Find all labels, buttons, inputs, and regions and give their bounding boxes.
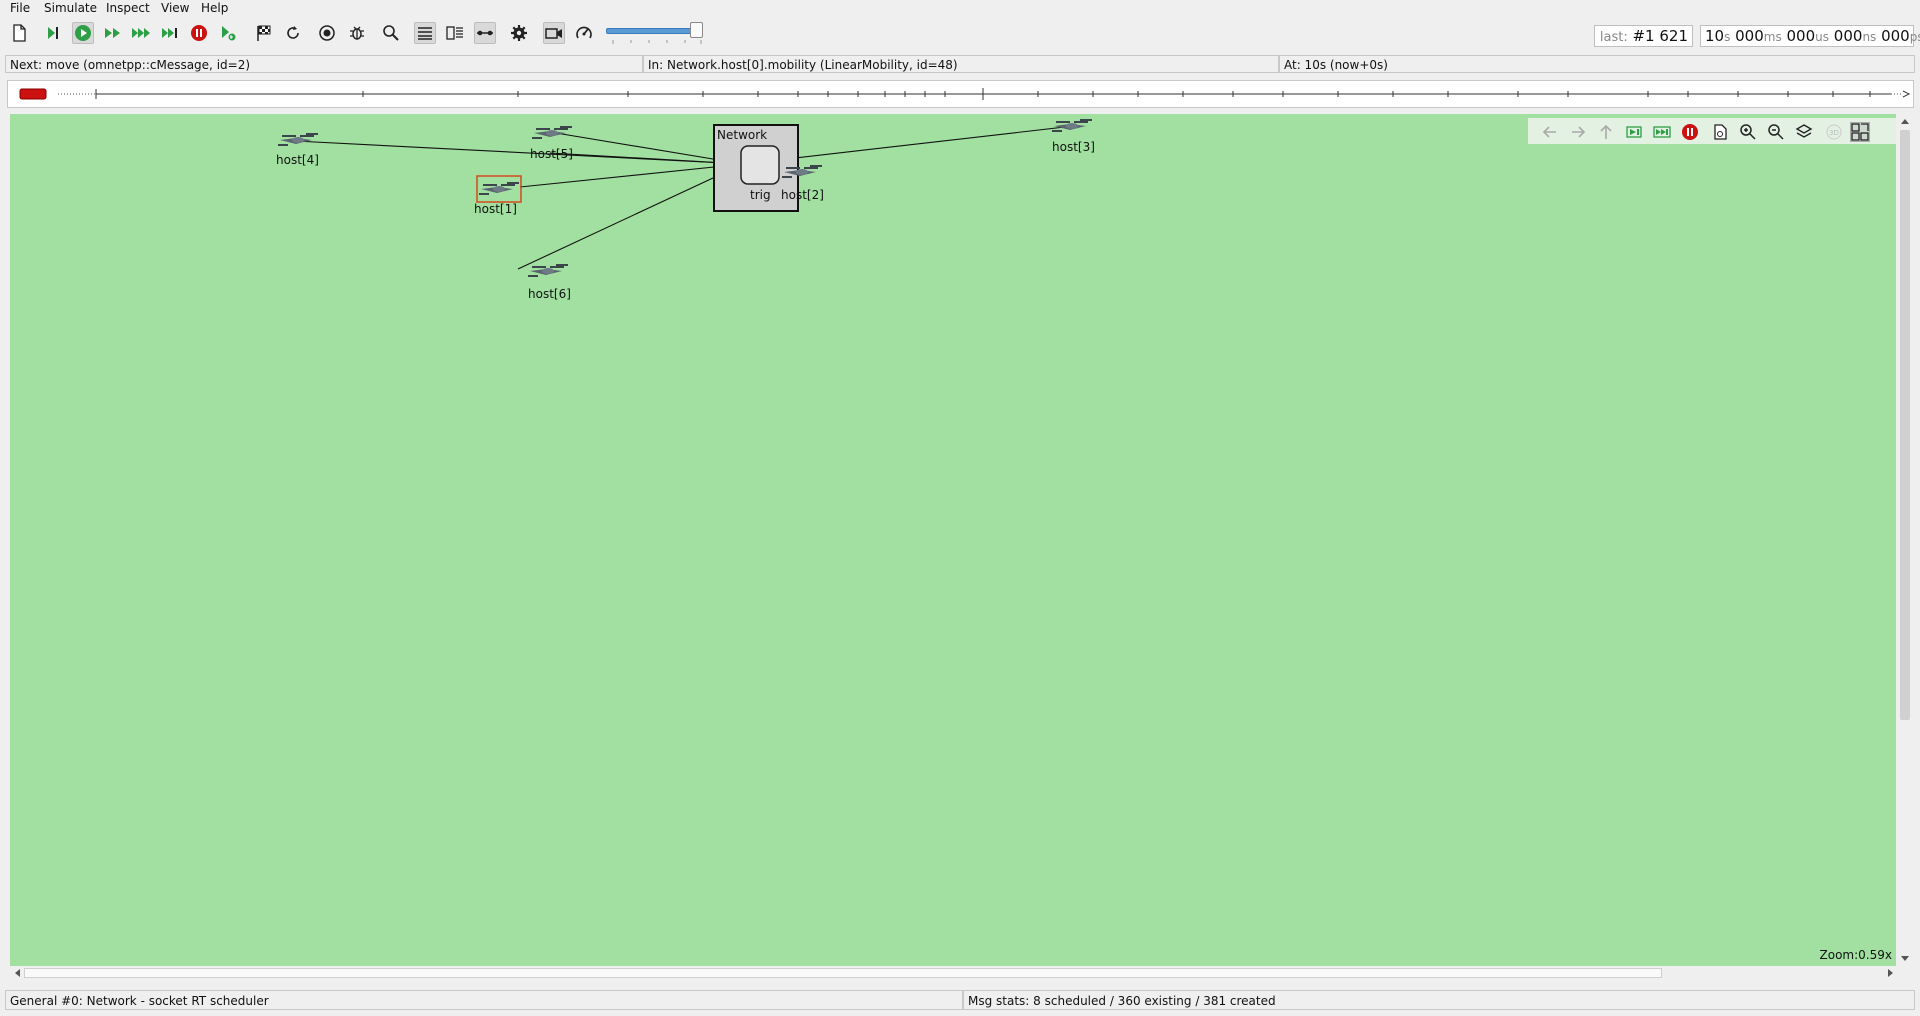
vertical-scroll-thumb[interactable]: [1900, 130, 1910, 720]
speed-slider-handle[interactable]: [690, 22, 703, 38]
zoom-label: Zoom:0.59x: [1819, 948, 1892, 962]
host-1-drone-icon[interactable]: [477, 177, 521, 201]
settings-icon[interactable]: [508, 22, 530, 44]
step-into-icon[interactable]: [1624, 122, 1644, 142]
run-to-icon[interactable]: [217, 22, 239, 44]
layout-icon[interactable]: [1710, 122, 1730, 142]
up-icon[interactable]: [1596, 122, 1616, 142]
debug-icon[interactable]: [346, 22, 368, 44]
host-1-label: host[1]: [474, 202, 517, 216]
selection-highlight: [476, 175, 522, 203]
event-counter: last: #1 621: [1594, 25, 1693, 47]
layers-icon[interactable]: [1794, 122, 1814, 142]
host-4-drone-icon[interactable]: [276, 128, 320, 152]
link-host1: [519, 163, 744, 188]
next-event-info: Next: move (omnetpp::cMessage, id=2): [5, 55, 643, 73]
link-host5b: [549, 152, 744, 165]
host-2-label: host[2]: [781, 188, 824, 202]
speed-icon[interactable]: [573, 22, 595, 44]
menu-bar: File Simulate Inspect View Help: [0, 0, 1920, 18]
time-unit-ns: ns: [1862, 30, 1877, 44]
canvas-toolbar: 3D: [1528, 118, 1896, 144]
run-until-icon[interactable]: [159, 22, 181, 44]
time-unit-us: us: [1815, 30, 1830, 44]
trig-module-icon: [740, 145, 780, 185]
status-left: General #0: Network - socket RT schedule…: [5, 990, 963, 1010]
host-2-drone-icon[interactable]: [780, 160, 824, 184]
host-5-label: host[5]: [530, 147, 573, 161]
host-3-label: host[3]: [1052, 140, 1095, 154]
fast-into-icon[interactable]: [1652, 122, 1672, 142]
menu-file[interactable]: File: [10, 1, 31, 15]
event-counter-label: last:: [1599, 30, 1628, 45]
zoom-out-icon[interactable]: [1766, 122, 1786, 142]
network-connections: [294, 124, 1066, 270]
menu-inspect[interactable]: Inspect: [106, 1, 150, 15]
timeline-axis: [19, 88, 1911, 100]
fast-run-icon[interactable]: [102, 22, 124, 44]
stop-icon[interactable]: [1680, 122, 1700, 142]
connections-icon[interactable]: [474, 22, 496, 44]
time-us: 000: [1786, 27, 1816, 45]
host-3-drone-icon[interactable]: [1050, 114, 1094, 138]
stop-icon[interactable]: [188, 22, 210, 44]
time-ms: 000: [1735, 27, 1764, 45]
log-view-icon[interactable]: [414, 22, 436, 44]
run-icon[interactable]: [72, 22, 94, 44]
speed-slider-track[interactable]: [606, 28, 700, 34]
svg-text:3D: 3D: [1829, 129, 1839, 137]
rebuild-icon[interactable]: [282, 22, 304, 44]
new-file-icon[interactable]: [8, 22, 30, 44]
time-info: At: 10s (now+0s): [1279, 55, 1915, 73]
menu-help[interactable]: Help: [201, 1, 229, 15]
video-icon[interactable]: [543, 22, 565, 44]
event-counter-value: #1 621: [1632, 27, 1688, 45]
sim-time-display: 10s 000ms 000us 000ns 000ps: [1700, 25, 1920, 47]
time-s: 10: [1705, 27, 1725, 45]
3d-icon[interactable]: 3D: [1824, 122, 1844, 142]
network-canvas[interactable]: Network trig host[4] host[5] host[1] hos…: [10, 114, 1896, 966]
canvas-view-icon[interactable]: [1850, 122, 1870, 142]
express-run-icon[interactable]: [130, 22, 152, 44]
host-6-drone-icon[interactable]: [526, 259, 570, 283]
horizontal-scroll-thumb[interactable]: [24, 968, 1662, 978]
trig-label: trig: [750, 188, 771, 202]
event-timeline[interactable]: [7, 80, 1914, 108]
time-unit-s: s: [1724, 30, 1731, 44]
time-unit-ps: ps: [1909, 30, 1920, 44]
time-ps: 000: [1881, 27, 1910, 45]
network-title: Network: [717, 128, 768, 142]
finish-icon[interactable]: [253, 22, 275, 44]
link-host6: [517, 163, 744, 270]
module-info: In: Network.host[0].mobility (LinearMobi…: [643, 55, 1279, 73]
find-icon[interactable]: [380, 22, 402, 44]
menu-view[interactable]: View: [161, 1, 190, 15]
status-right: Msg stats: 8 scheduled / 360 existing / …: [963, 990, 1915, 1010]
time-ns: 000: [1833, 27, 1863, 45]
back-icon[interactable]: [1540, 122, 1560, 142]
time-unit-ms: ms: [1763, 30, 1782, 44]
menu-simulate[interactable]: Simulate: [44, 1, 98, 15]
split-view-icon[interactable]: [444, 22, 466, 44]
host-4-label: host[4]: [276, 153, 319, 167]
link-host5a: [549, 131, 744, 165]
speed-slider-ticks: [612, 40, 702, 44]
step-icon[interactable]: [42, 22, 64, 44]
record-icon[interactable]: [316, 22, 338, 44]
timeline-message-marker: [19, 88, 47, 100]
host-6-label: host[6]: [528, 287, 571, 301]
zoom-in-icon[interactable]: [1738, 122, 1758, 142]
host-5-drone-icon[interactable]: [530, 121, 574, 145]
forward-icon[interactable]: [1568, 122, 1588, 142]
